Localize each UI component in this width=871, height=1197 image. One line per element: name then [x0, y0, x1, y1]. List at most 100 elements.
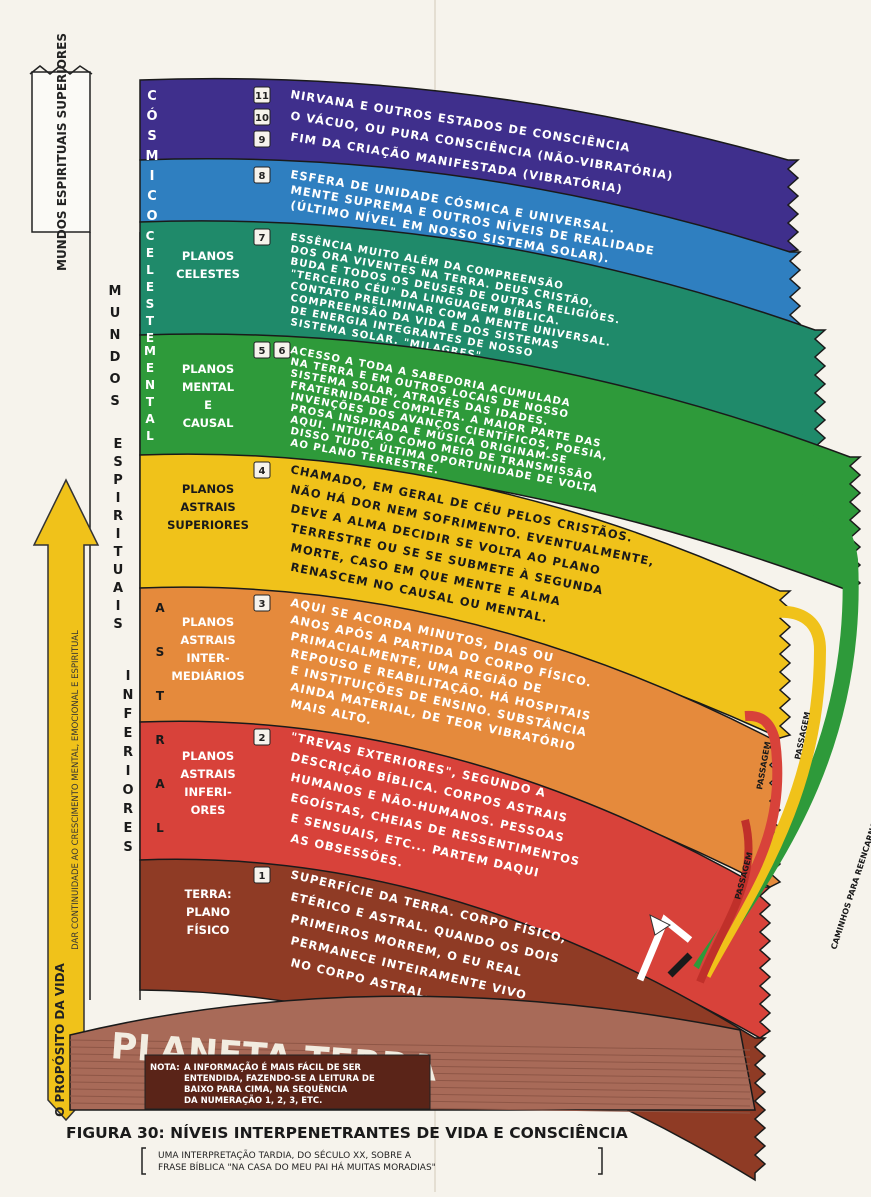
note-box	[144, 1054, 431, 1110]
plane-label-line: INFERI-	[184, 785, 232, 799]
plane-label-line: CELESTES	[176, 267, 240, 281]
level-number-box	[273, 341, 291, 359]
vertical-letter: N	[123, 688, 134, 703]
plane-label-line: FÍSICO	[187, 922, 230, 937]
note-line: ENTENDIDA, FAZENDO-SE A LEITURA DE	[184, 1074, 375, 1084]
level-number: 1	[259, 871, 266, 882]
vertical-letter: O	[109, 372, 120, 387]
yellow-return-path	[699, 605, 827, 978]
vertical-letter: L	[146, 429, 154, 443]
plane-label-line: ASTRAIS	[180, 767, 235, 781]
plane-label-line: CAUSAL	[183, 416, 235, 430]
vertical-letter: U	[110, 306, 121, 321]
level-number: 10	[255, 113, 269, 124]
level-number-box	[253, 86, 271, 104]
upper-worlds-label: MUNDOS ESPIRITUAIS SUPERIORES	[55, 33, 69, 271]
plane-label-line: PLANOS	[182, 615, 234, 629]
vertical-letter: S	[113, 617, 122, 632]
vertical-letter: U	[113, 563, 124, 578]
plane-label-line: PLANOS	[182, 749, 234, 763]
upper-worlds-box	[31, 71, 91, 233]
vertical-letter: T	[114, 545, 123, 560]
plane-label-line: ASTRAIS	[180, 633, 235, 647]
subcaption-line-2: FRASE BÍBLICA "NA CASA DO MEU PAI HÁ MUI…	[158, 1161, 436, 1173]
level-number: 9	[259, 135, 266, 146]
vertical-letter: O	[122, 783, 133, 798]
level-number-box	[253, 341, 271, 359]
planet-hatch	[69, 1039, 751, 1051]
level-number-box	[253, 461, 271, 479]
vertical-letter: S	[113, 455, 122, 470]
plane-label-line: MEDIÁRIOS	[171, 668, 244, 683]
vertical-letter: E	[146, 246, 154, 260]
plane-label-line: MENTAL	[182, 380, 235, 394]
note-line: A INFORMAÇÃO É MAIS FÁCIL DE SER	[184, 1061, 361, 1073]
note-line: DA NUMERAÇÃO 1, 2, 3, ETC.	[184, 1095, 322, 1106]
vertical-letter: E	[146, 280, 154, 294]
vertical-letter: R	[155, 733, 164, 747]
plane-label-line: PLANOS	[182, 249, 234, 263]
subcaption-line-1: UMA INTERPRETAÇÃO TARDIA, DO SÉCULO XX, …	[158, 1149, 412, 1161]
vertical-letter: I	[126, 669, 131, 684]
vertical-letter: A	[155, 777, 165, 791]
vertical-letter: O	[146, 209, 157, 224]
vertical-letter: I	[150, 169, 155, 184]
vertical-letter: S	[110, 394, 119, 409]
plane-label-line: E	[204, 398, 212, 412]
vertical-letter: R	[123, 745, 133, 760]
vertical-letter: M	[146, 149, 159, 164]
vertical-letter: M	[144, 344, 156, 358]
white-arrow-head	[649, 914, 671, 936]
vertical-letter: A	[155, 601, 165, 615]
vertical-letter: N	[145, 378, 155, 392]
vertical-letter: P	[113, 473, 123, 488]
level-number-box	[253, 228, 271, 246]
level-number: 4	[259, 466, 266, 477]
vertical-letter: N	[110, 328, 121, 343]
level-number: 3	[259, 599, 266, 610]
white-arrow	[636, 914, 693, 982]
level-number-box	[253, 594, 271, 612]
vertical-letter: C	[146, 229, 155, 243]
vertical-letter: A	[113, 581, 123, 596]
vertical-letter: S	[147, 129, 156, 144]
plane-label-line: TERRA:	[184, 887, 231, 901]
figure-caption: FIGURA 30: NÍVEIS INTERPENETRANTES DE VI…	[66, 1123, 628, 1142]
vertical-letter: S	[156, 645, 165, 659]
vertical-letter: I	[116, 599, 121, 614]
level-number: 11	[255, 91, 269, 102]
vertical-letter: D	[110, 350, 121, 365]
vertical-letter: A	[145, 412, 155, 426]
vertical-letter: E	[114, 437, 123, 452]
planet-earth: PLANETA TERRANOTA:A INFORMAÇÃO É MAIS FÁ…	[69, 995, 756, 1114]
plane-label-line: INTER-	[186, 651, 229, 665]
black-arrow	[667, 952, 693, 978]
vertical-letter: E	[146, 331, 154, 345]
level-number-box	[253, 866, 271, 884]
espirituais-vertical-label: ESPIRITUAIS	[113, 437, 124, 632]
plane-label-line: SUPERIORES	[167, 518, 249, 532]
level-number-box	[253, 130, 271, 148]
vertical-letter: T	[146, 314, 155, 328]
torn-edge-mark	[29, 65, 93, 75]
plane-label-line: PLANO	[186, 905, 230, 919]
vertical-letter: L	[146, 263, 154, 277]
vertical-letter: C	[147, 89, 157, 104]
level-number: 8	[259, 171, 266, 182]
level-number: 6	[279, 346, 286, 357]
level-number: 2	[259, 733, 266, 744]
vertical-letter: M	[109, 284, 122, 299]
vertical-letter: C	[147, 189, 157, 204]
planet-hatch	[69, 1046, 751, 1058]
vertical-letter: F	[124, 707, 133, 722]
vertical-letter: I	[126, 764, 131, 779]
mundos-vertical-label: MUNDOS	[109, 284, 122, 409]
vertical-letter: S	[146, 297, 155, 311]
plane-label-line: ORES	[191, 803, 226, 817]
level-number: 7	[259, 233, 266, 244]
